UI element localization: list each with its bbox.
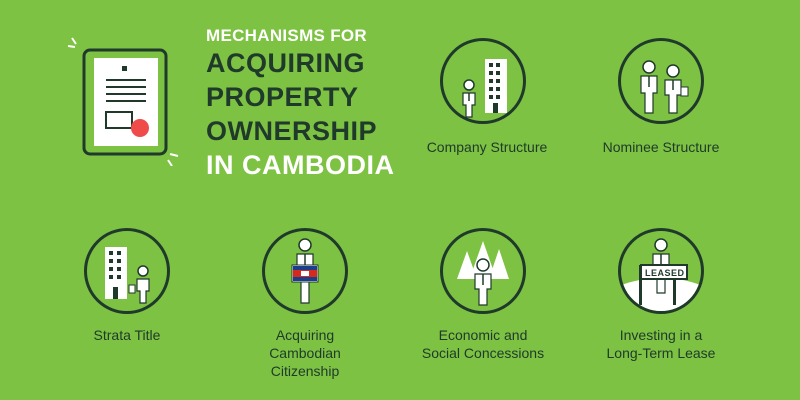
item-label: Strata Title: [42, 326, 212, 344]
title-block: MECHANISMS FOR ACQUIRING PROPERTY OWNERS…: [206, 26, 406, 182]
item-label: Acquiring Cambodian Citizenship: [220, 326, 390, 380]
label-line: Cambodian: [269, 345, 341, 361]
nominee-structure-icon: [618, 38, 704, 124]
label-line: Investing in a: [619, 327, 703, 343]
label-line: Company Structure: [426, 139, 548, 155]
label-line: Citizenship: [270, 363, 340, 379]
label-line: Economic and: [438, 327, 528, 343]
item-label: Company Structure: [402, 138, 572, 156]
contract-document-icon: [66, 36, 186, 167]
title-line-3: PROPERTY: [206, 82, 359, 112]
company-structure-icon: [440, 38, 526, 124]
label-line: Social Concessions: [421, 345, 545, 361]
title-line-1: MECHANISMS FOR: [206, 26, 367, 45]
item-label: Economic and Social Concessions: [398, 326, 568, 362]
label-line: Acquiring: [275, 327, 335, 343]
label-line: Long-Term Lease: [606, 345, 716, 361]
item-label: Investing in a Long-Term Lease: [576, 326, 746, 362]
title-line-4: OWNERSHIP: [206, 116, 378, 146]
lease-icon: LEASED: [618, 228, 704, 314]
title-line-5: IN CAMBODIA: [206, 150, 395, 180]
leased-sign-text: LEASED: [645, 268, 685, 278]
strata-title-icon: [84, 228, 170, 314]
citizenship-icon: [262, 228, 348, 314]
label-line: Nominee Structure: [602, 139, 720, 155]
label-line: Strata Title: [93, 327, 161, 343]
title-line-2: ACQUIRING: [206, 48, 365, 78]
item-label: Nominee Structure: [576, 138, 746, 156]
concessions-icon: [440, 228, 526, 314]
